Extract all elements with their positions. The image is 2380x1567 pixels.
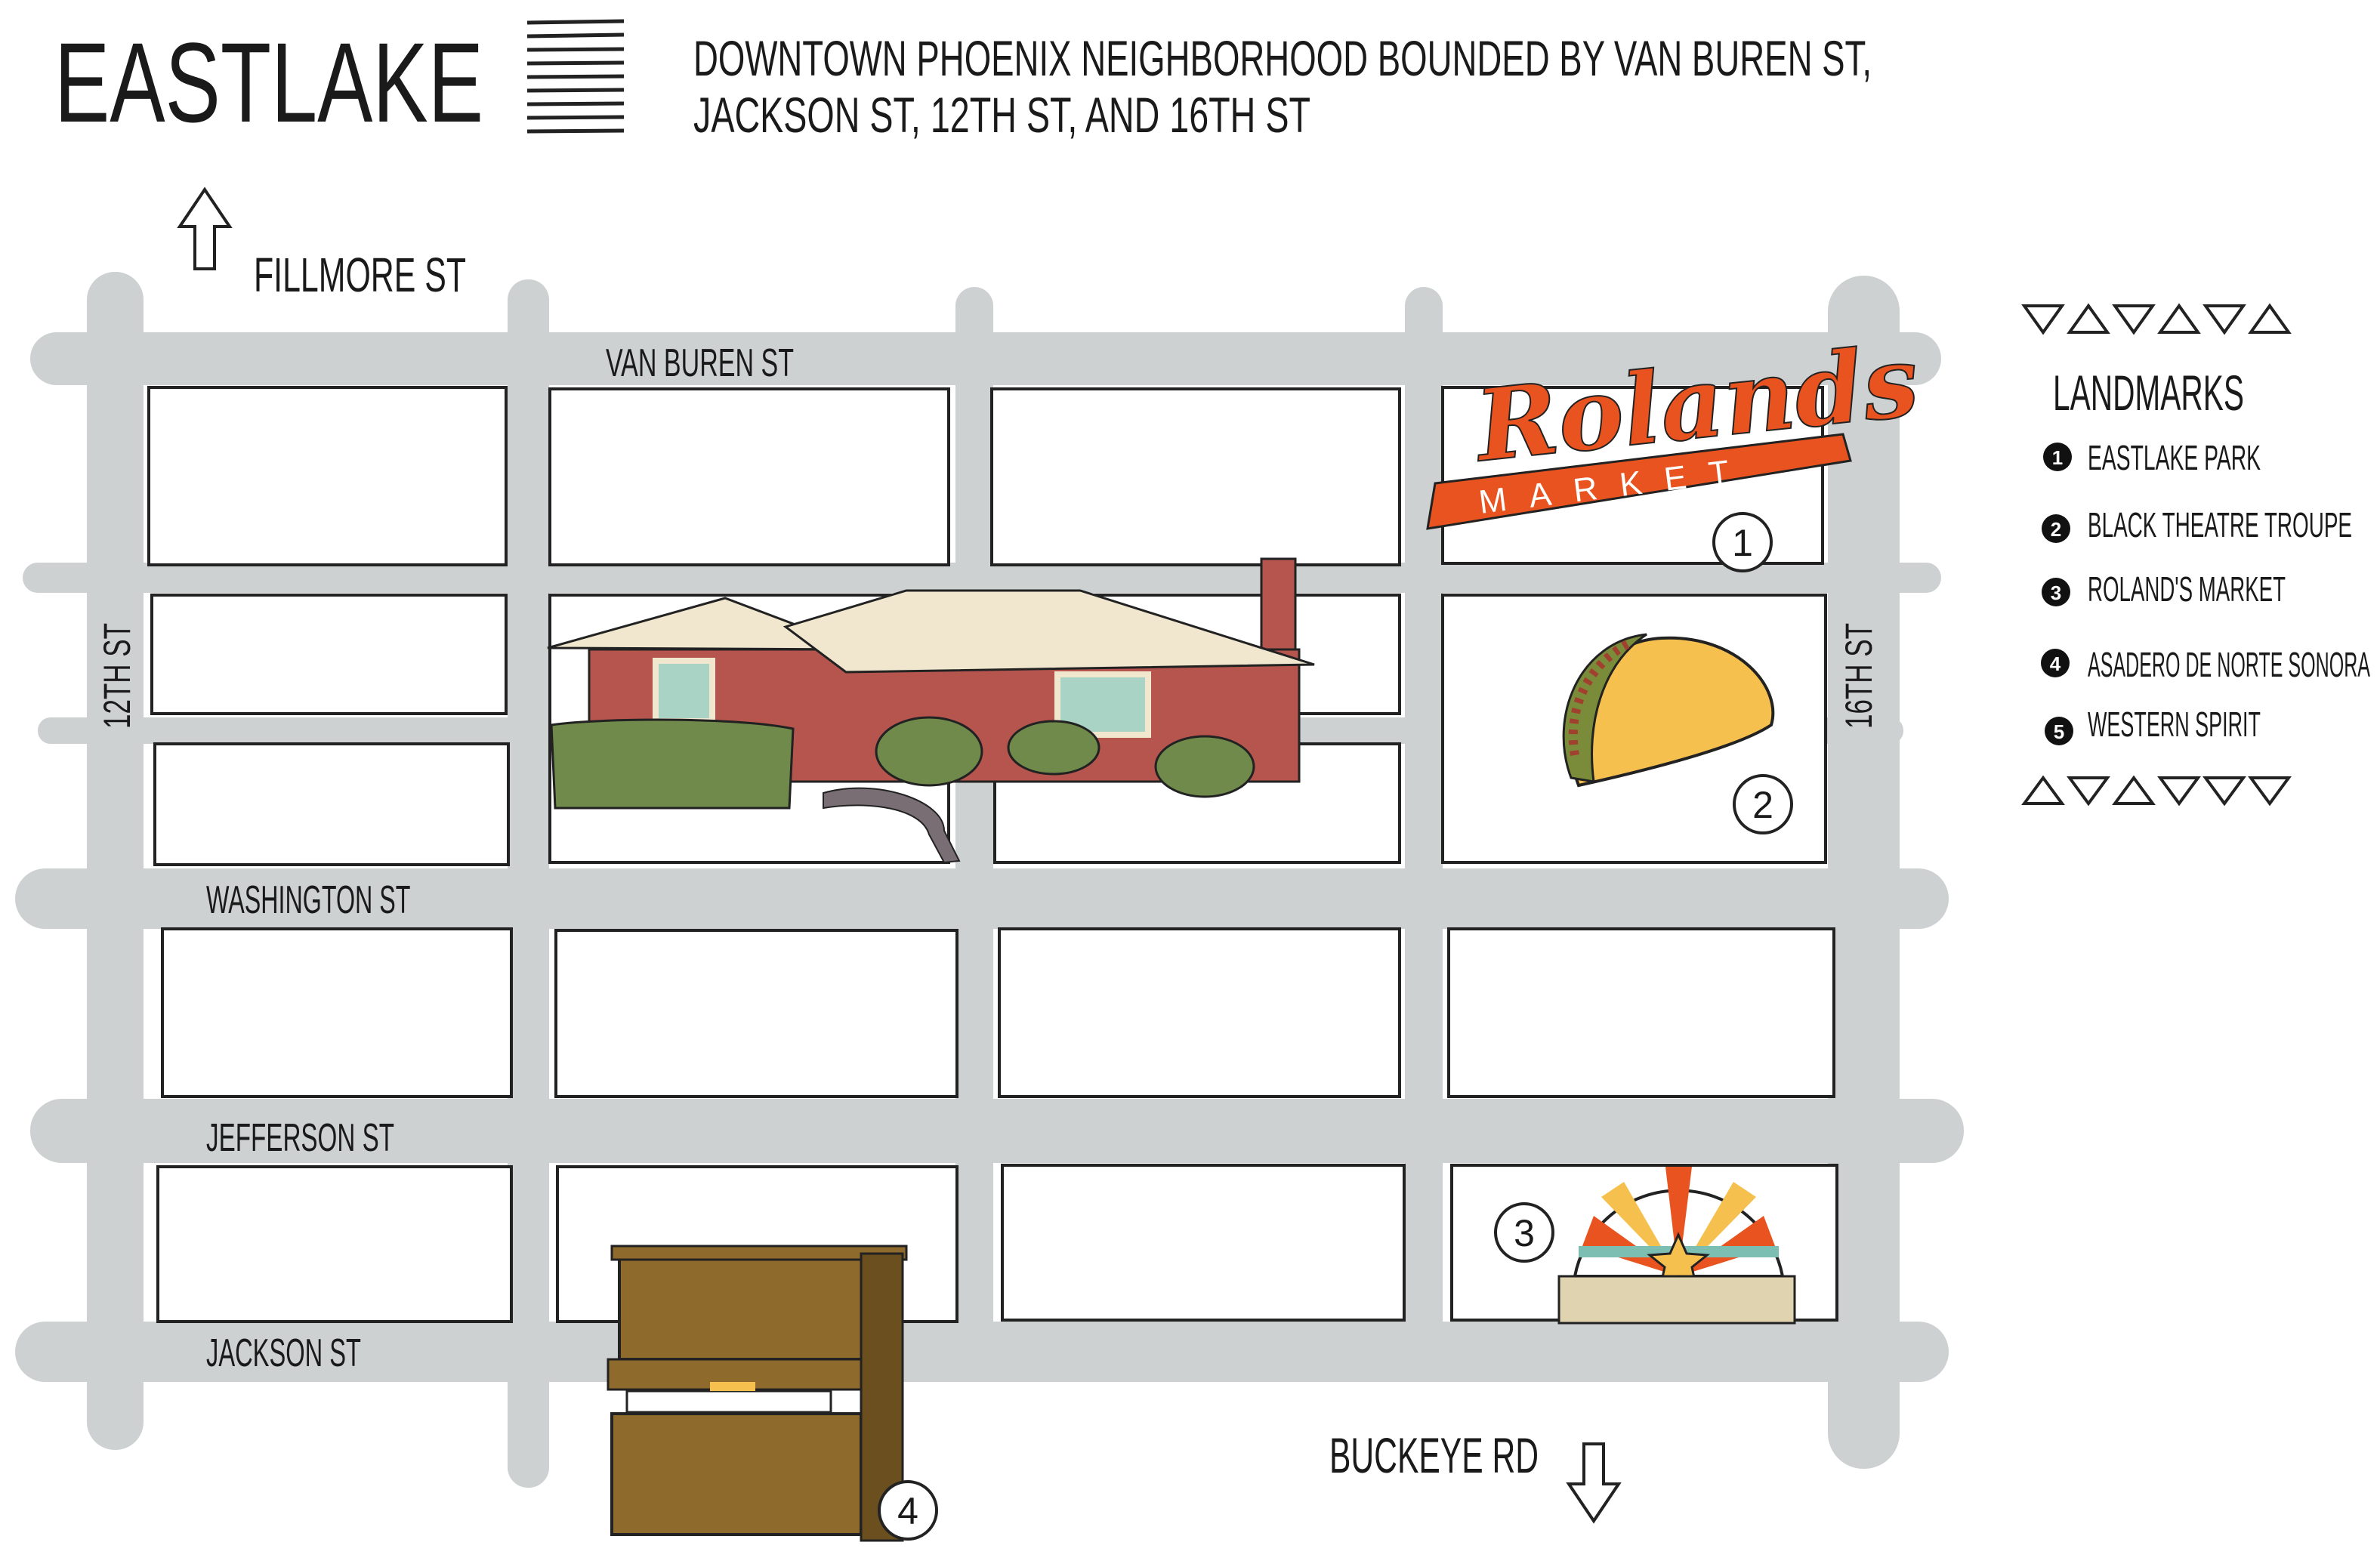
legend: LANDMARKS 1 EASTLAKE PARK 2 BLACK THEATR… [2021,303,2370,807]
street-label-jefferson: JEFFERSON ST [206,1116,394,1160]
street-label-van-buren: VAN BUREN ST [606,341,794,385]
taco-icon [1562,633,1775,788]
map-title: EASTLAKE [54,19,483,146]
street-label-fillmore: FILLMORE ST [254,248,466,302]
legend-label: ASADERO DE NORTE SONORA [2088,645,2370,684]
stripes-decoration [526,19,625,134]
legend-item: 2 BLACK THEATRE TROUPE [2042,505,2352,544]
legend-label: BLACK THEATRE TROUPE [2088,505,2352,544]
subtitle-line-2: JACKSON ST, 12TH ST, AND 16TH ST [693,87,1310,143]
street-label-12th: 12TH ST [96,623,138,729]
map-marker-4[interactable]: 4 [878,1480,938,1541]
map-marker-1[interactable]: 1 [1712,512,1773,572]
legend-label: EASTLAKE PARK [2088,438,2261,477]
piano-illustration [607,1245,908,1542]
legend-number: 2 [2051,518,2061,541]
street-label-16th: 16TH ST [1838,623,1880,729]
fillmore-arrow-icon [177,187,233,270]
road-network [15,272,1964,1488]
marker-number: 3 [1514,1212,1535,1254]
house-illustration [547,557,1315,864]
legend-item: 1 EASTLAKE PARK [2043,438,2261,477]
legend-item: 3 ROLAND'S MARKET [2042,569,2286,609]
street-label-buckeye: BUCKEYE RD [1329,1427,1539,1483]
street-label-washington: WASHINGTON ST [206,878,411,922]
legend-item: 5 WESTERN SPIRIT [2045,705,2261,745]
marker-number: 4 [897,1490,918,1532]
legend-title: LANDMARKS [2053,365,2244,421]
street-label-jackson: JACKSON ST [206,1331,361,1375]
subtitle-line-1: DOWNTOWN PHOENIX NEIGHBORHOOD BOUNDED BY… [693,30,1872,86]
triangle-border-top [2021,303,2292,335]
legend-number: 5 [2054,720,2064,743]
marker-number: 2 [1752,784,1773,826]
legend-number: 1 [2052,446,2063,469]
legend-number: 3 [2051,581,2061,604]
marker-number: 1 [1732,522,1753,564]
legend-number: 4 [2050,652,2061,675]
map-marker-3[interactable]: 3 [1494,1202,1554,1263]
legend-item: 4 ASADERO DE NORTE SONORA [2041,645,2370,684]
legend-label: WESTERN SPIRIT [2088,705,2261,744]
buckeye-arrow-icon [1566,1442,1622,1524]
map-marker-2[interactable]: 2 [1733,774,1793,834]
sunburst-sign [1557,1167,1796,1325]
triangle-border-bottom [2021,775,2292,807]
legend-label: ROLAND'S MARKET [2088,569,2286,609]
